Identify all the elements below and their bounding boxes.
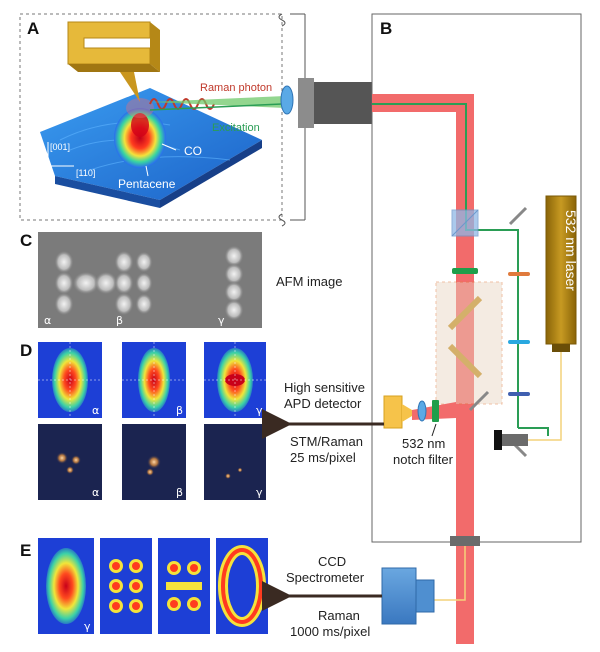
beam-block: [494, 430, 502, 450]
cyan-filter: [508, 340, 530, 344]
panel-c-label: C: [20, 231, 32, 250]
raman-photon-label: Raman photon: [200, 82, 272, 94]
afm-beta-label: β: [116, 314, 123, 327]
panel-a: A Raman photon Excitation CO Pentacene: [19, 13, 372, 227]
gold-tip: [67, 21, 160, 102]
apd-lens: [417, 400, 427, 422]
bottom-flange: [450, 536, 480, 546]
ccd-map-3: [158, 538, 210, 634]
ccd-map-1: γ: [38, 538, 94, 634]
box-mirror-upper: [447, 295, 483, 331]
afm-molecule-beta: [94, 250, 153, 316]
viewport-flange: [298, 78, 314, 128]
panel-d-label: D: [20, 341, 32, 360]
orange-filter: [508, 272, 530, 276]
surface-edge: [55, 176, 160, 208]
beamsplitter-diagonal: [451, 209, 479, 237]
break-mark-top: [278, 13, 286, 27]
excitation-line: [149, 103, 283, 111]
focusing-lens: [280, 85, 294, 115]
afm-alpha-label: α: [44, 314, 51, 327]
panel-b: B 532 nm laser: [371, 13, 582, 644]
molecule-hotspot: [131, 113, 149, 137]
apd-detector: [383, 395, 403, 429]
apd-nose: [402, 404, 412, 422]
ccd-map-2: [100, 538, 152, 634]
panel-e-label: E: [20, 541, 31, 560]
stm-beta-label: β: [176, 486, 183, 499]
dichroic-mirror: [468, 390, 490, 412]
raman-beta-label: β: [176, 404, 183, 417]
panel-c: C α β γ AFM image: [20, 231, 342, 328]
pentacene-molecule: [114, 108, 166, 168]
ccd-map-4: [216, 538, 268, 634]
panel-a-label: A: [27, 19, 39, 38]
raman-map-gamma: γ: [204, 342, 266, 418]
green-beam-to-laser: [518, 427, 549, 436]
afm-gamma-label: γ: [218, 314, 225, 327]
stm-raman-label-line1: STM/Raman: [290, 434, 363, 449]
surface-side: [160, 140, 262, 208]
pentacene-pointer: [145, 165, 149, 177]
ccd-label-line1: CCD: [318, 554, 346, 569]
stm-map-alpha: α: [38, 424, 102, 500]
stm-alpha-label: α: [92, 486, 99, 499]
ccd-label-line2: Spectrometer: [286, 570, 365, 585]
notch-label-line1: 532 nm: [402, 436, 445, 451]
panel-d: D α β γ α: [20, 341, 384, 500]
notch-pointer: [431, 423, 437, 437]
blue-filter: [508, 392, 530, 396]
tip-glow: [126, 98, 154, 118]
co-label: CO: [184, 144, 202, 158]
afm-molecule-alpha: [54, 250, 100, 316]
co-pointer: [161, 143, 177, 151]
notch-filter: [432, 400, 439, 422]
panel-e: E γ: [20, 538, 435, 639]
stm-gamma-label: γ: [256, 486, 263, 499]
ccd-spectrometer: [381, 567, 435, 625]
stm-raman-label-line2: 25 ms/pixel: [290, 450, 356, 465]
ccd-cable: [432, 546, 466, 601]
box-mirror-lower: [447, 343, 483, 379]
apd-label-line1: High sensitive: [284, 380, 365, 395]
filter-box: [435, 281, 503, 405]
fiber-coupler: [502, 434, 528, 446]
raman-label-line1: Raman: [318, 608, 360, 623]
viewport-tube: [314, 82, 372, 124]
raman-gamma-label: γ: [256, 404, 263, 417]
pentacene-label: Pentacene: [118, 177, 176, 191]
laser-aperture: [552, 344, 570, 352]
raman-alpha-label: α: [92, 404, 99, 417]
axis-001-label: [001]: [50, 142, 70, 152]
laser-cable: [528, 352, 562, 441]
panel-b-label: B: [380, 19, 392, 38]
afm-molecule-gamma: [224, 245, 244, 321]
raman-map-alpha: α: [38, 342, 102, 418]
tip-apex: [120, 72, 140, 102]
afm-image-label: AFM image: [276, 274, 342, 289]
excitation-label: Excitation: [212, 122, 260, 134]
mirror-top-right: [508, 206, 528, 226]
green-filter: [452, 268, 478, 274]
laser-label: 532 nm laser: [563, 210, 579, 291]
notch-label-line2: notch filter: [393, 452, 454, 467]
apd-label-line2: APD detector: [284, 396, 362, 411]
laser-body: [545, 195, 577, 345]
ccd-gamma-label: γ: [84, 620, 91, 633]
break-mark-bottom: [278, 213, 286, 227]
axis-110-label: [110]: [76, 168, 95, 178]
raman-map-beta: β: [122, 342, 186, 418]
crystal-axes: [001] [110]: [47, 142, 95, 178]
stm-map-gamma: γ: [204, 424, 266, 500]
stm-map-beta: β: [122, 424, 186, 500]
raman-label-line2: 1000 ms/pixel: [290, 624, 370, 639]
